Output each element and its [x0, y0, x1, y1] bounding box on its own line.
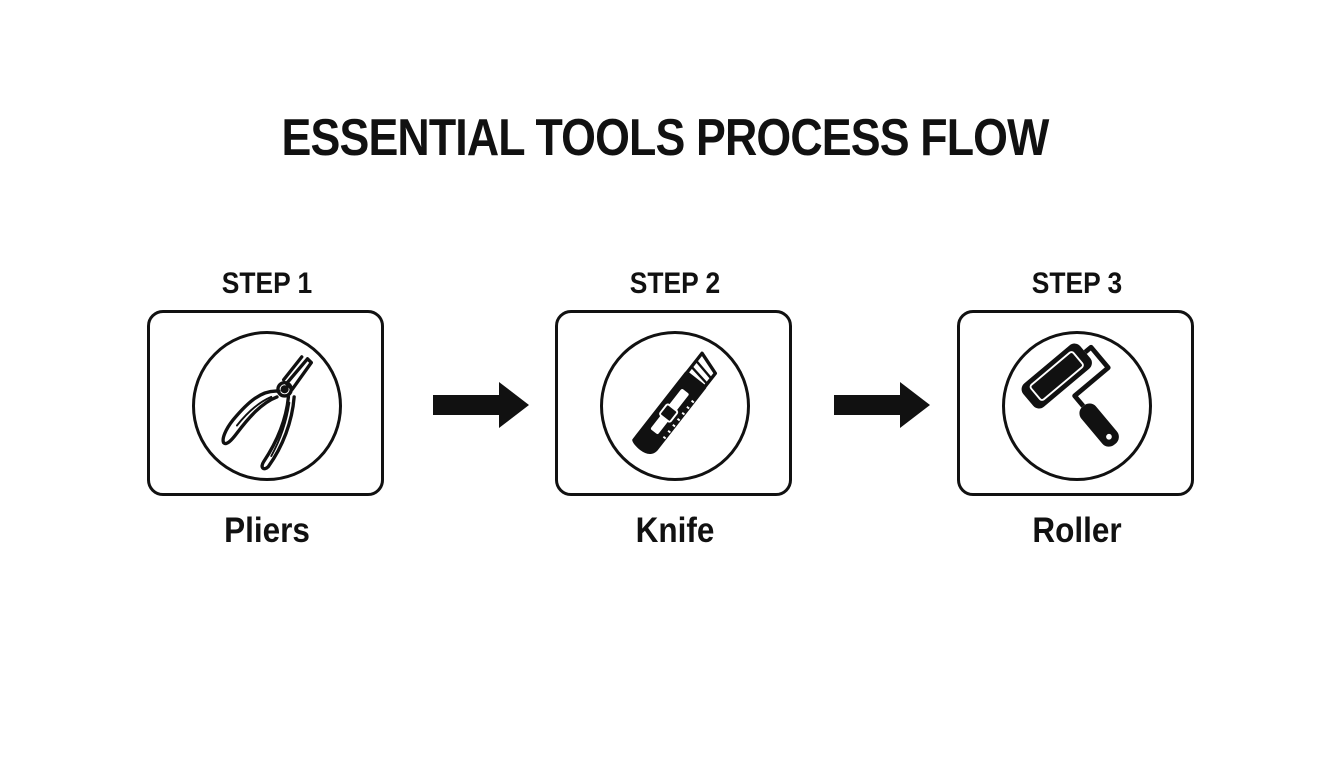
pliers-icon — [221, 355, 313, 471]
step-1-box — [147, 310, 384, 496]
step-3-box — [957, 310, 1194, 496]
paint-roller-icon — [1021, 343, 1119, 447]
step-3-label: STEP 3 — [1031, 267, 1123, 300]
utility-knife-icon — [632, 351, 718, 455]
arrow-right-icon — [433, 382, 529, 428]
diagram-title: ESSENTIAL TOOLS PROCESS FLOW — [281, 109, 1050, 167]
step-2-label: STEP 2 — [629, 267, 721, 300]
arrow-right-icon — [834, 382, 930, 428]
step-2-tool-name: Knife — [635, 511, 715, 550]
step-3-tool-name: Roller — [1032, 511, 1122, 550]
step-1-label: STEP 1 — [221, 267, 313, 300]
step-2-icon-circle — [600, 331, 750, 481]
step-2-box — [555, 310, 792, 496]
step-1-tool-name: Pliers — [224, 511, 310, 550]
step-3-icon-circle — [1002, 331, 1152, 481]
step-1-icon-circle — [192, 331, 342, 481]
